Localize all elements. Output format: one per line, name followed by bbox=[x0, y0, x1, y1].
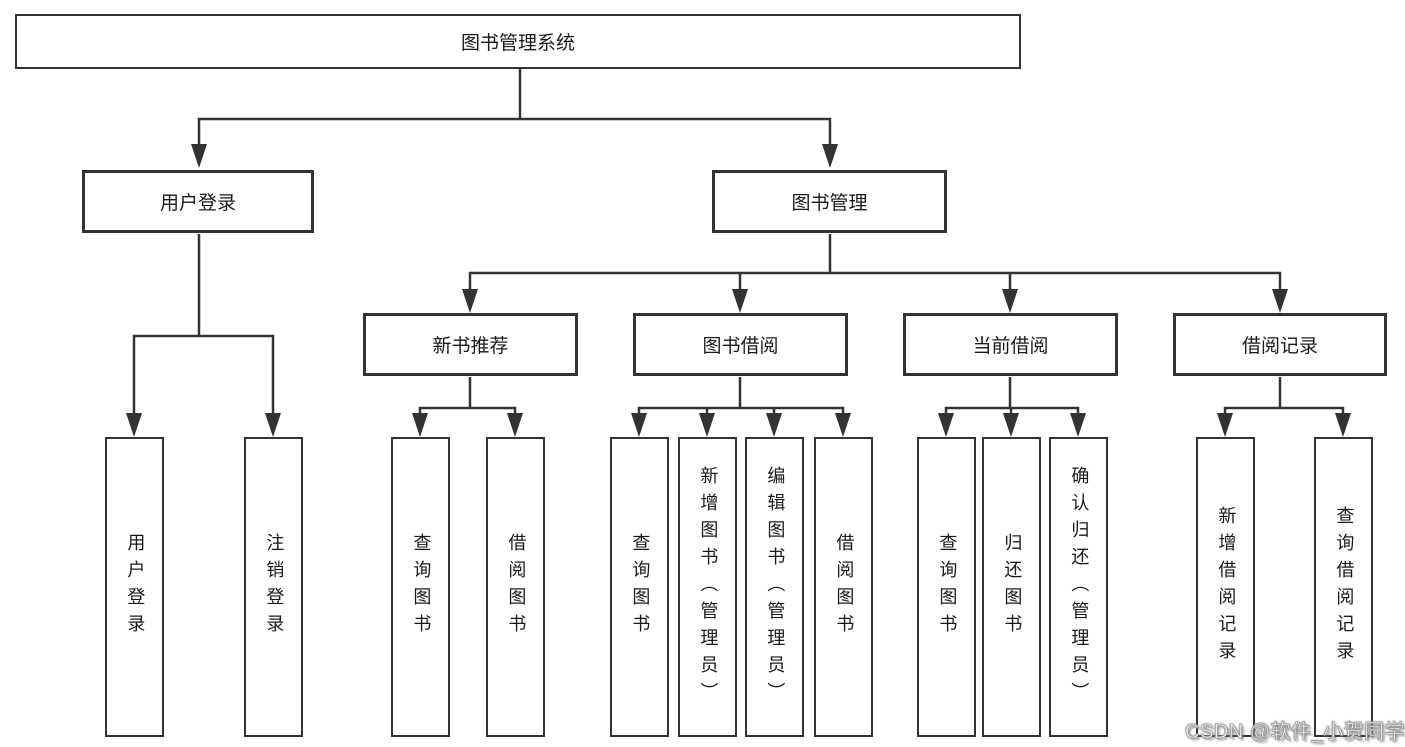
leaf-query-books-borrow: 查询图书 bbox=[610, 437, 669, 737]
leaf-borrow-books-recommend: 借阅图书 bbox=[486, 437, 545, 737]
leaf-query-books-recommend: 查询图书 bbox=[391, 437, 450, 737]
node-current-borrow: 当前借阅 bbox=[903, 313, 1118, 376]
leaf-query-borrow-record: 查询借阅记录 bbox=[1314, 437, 1373, 737]
node-system-root: 图书管理系统 bbox=[15, 14, 1021, 69]
leaf-return-books: 归还图书 bbox=[982, 437, 1041, 737]
node-user-login: 用户登录 bbox=[82, 170, 314, 233]
node-borrow-records: 借阅记录 bbox=[1173, 313, 1387, 376]
leaf-query-books-current: 查询图书 bbox=[917, 437, 976, 737]
node-book-borrow: 图书借阅 bbox=[633, 313, 848, 376]
leaf-borrow-books: 借阅图书 bbox=[814, 437, 873, 737]
leaf-add-books-admin: 新增图书（管理员） bbox=[678, 437, 737, 737]
leaf-logout: 注销登录 bbox=[244, 437, 303, 737]
leaf-confirm-return-admin: 确认归还（管理员） bbox=[1049, 437, 1108, 737]
leaf-edit-books-admin: 编辑图书（管理员） bbox=[745, 437, 804, 737]
leaf-user-login: 用户登录 bbox=[105, 437, 164, 737]
leaf-add-borrow-record: 新增借阅记录 bbox=[1196, 437, 1255, 737]
csdn-watermark: CSDN @软件_小贺同学 bbox=[1185, 721, 1405, 744]
node-book-management: 图书管理 bbox=[712, 170, 947, 233]
node-new-book-recommend: 新书推荐 bbox=[363, 313, 578, 376]
